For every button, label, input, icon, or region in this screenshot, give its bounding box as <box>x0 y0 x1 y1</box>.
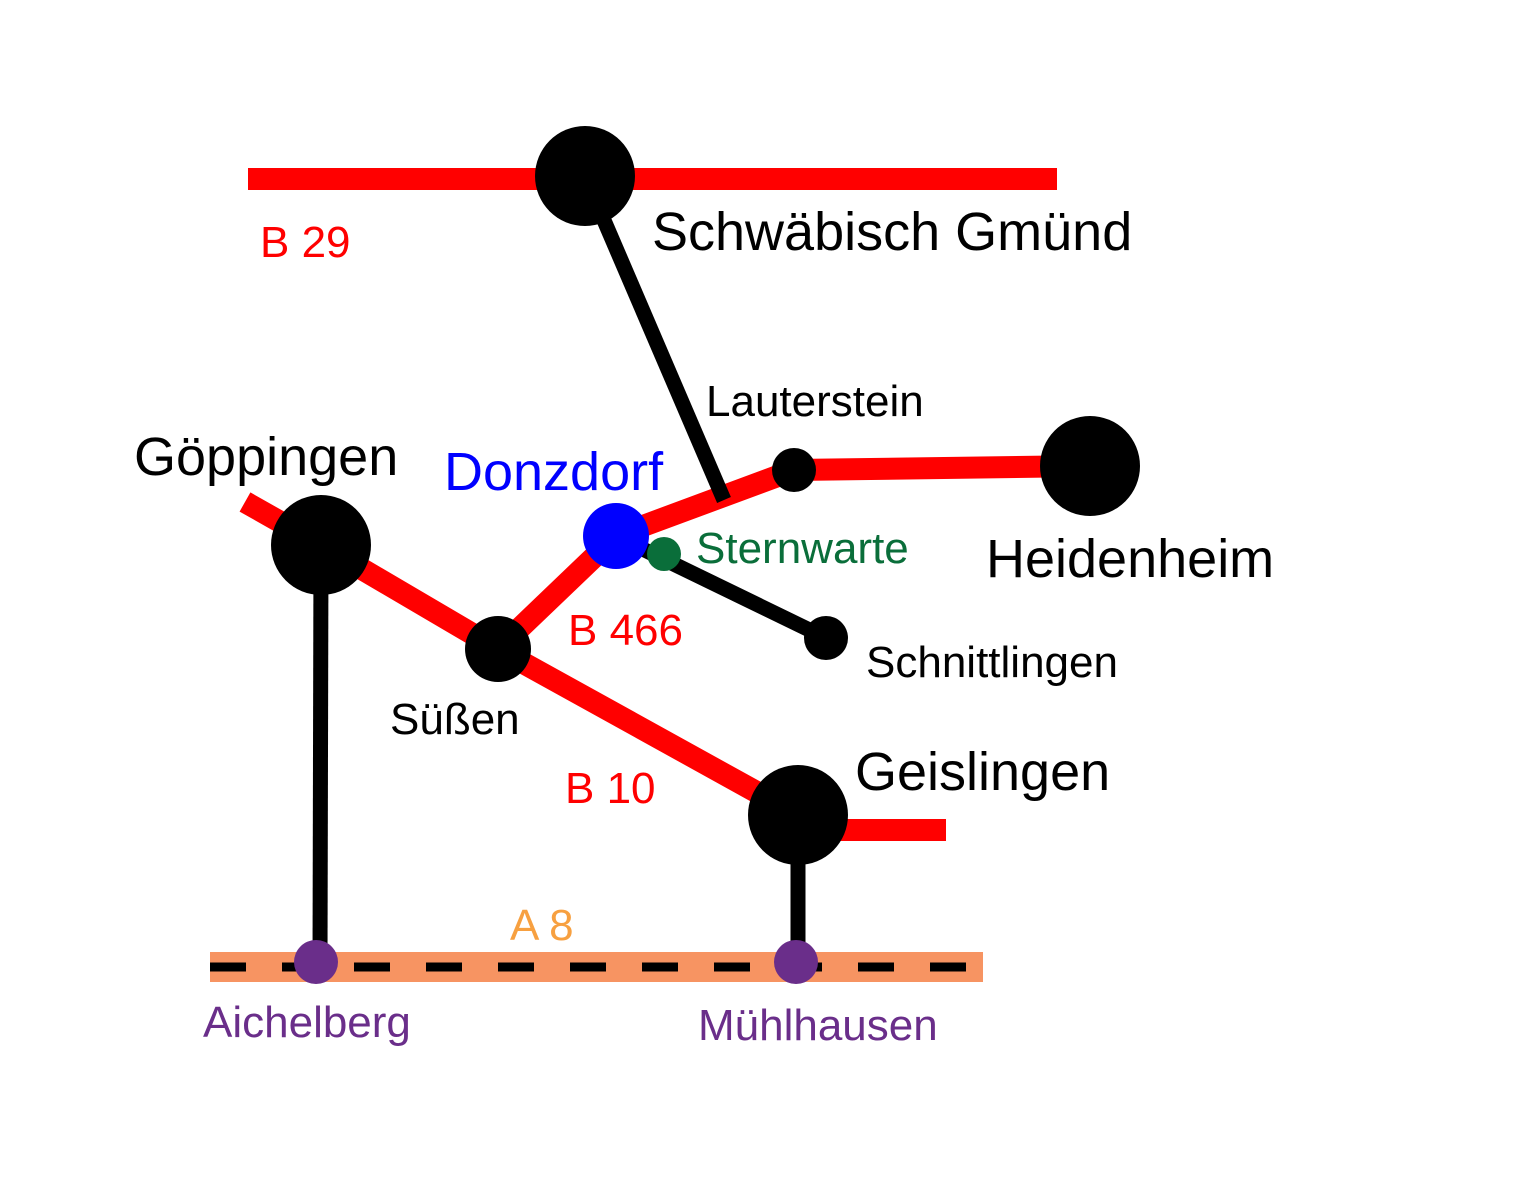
town-marker-lauterstein <box>772 448 816 492</box>
city-marker-heidenheim <box>1040 416 1140 516</box>
town-marker-schnittlingen <box>804 616 848 660</box>
road-label-a8: A 8 <box>510 901 574 950</box>
place-label-donzdorf: Donzdorf <box>444 442 664 502</box>
town-marker-suessen <box>465 616 531 682</box>
observatory-marker <box>647 537 681 571</box>
road-gmuend-donzdorf <box>578 173 731 503</box>
place-label-lauterstein: Lauterstein <box>706 377 924 426</box>
place-label-muehlhausen: Mühlhausen <box>698 1001 938 1050</box>
place-labels: Schwäbisch Gmünd Göppingen Donzdorf Laut… <box>134 202 1274 1050</box>
junction-marker-aichelberg <box>294 940 338 984</box>
place-markers <box>271 126 1140 984</box>
road-label-b466: B 466 <box>568 606 683 655</box>
city-marker-schwaebisch-gmuend <box>535 126 635 226</box>
road-goeppingen-aichelberg <box>312 544 329 963</box>
place-label-heidenheim: Heidenheim <box>986 529 1274 589</box>
place-label-aichelberg: Aichelberg <box>203 998 411 1047</box>
place-label-sternwarte: Sternwarte <box>696 524 909 573</box>
road-b466 <box>490 455 1091 657</box>
city-marker-goeppingen <box>271 495 371 595</box>
junction-marker-muehlhausen <box>774 940 818 984</box>
road-label-b29: B 29 <box>260 218 351 267</box>
city-marker-geislingen <box>748 765 848 865</box>
place-label-goeppingen: Göppingen <box>134 427 398 487</box>
road-label-b10: B 10 <box>565 764 656 813</box>
place-label-geislingen: Geislingen <box>855 742 1110 802</box>
place-label-schwaebisch-gmuend: Schwäbisch Gmünd <box>652 202 1132 262</box>
place-label-schnittlingen: Schnittlingen <box>866 638 1118 687</box>
local-roads <box>312 173 830 963</box>
road-labels: B 29 B 466 B 10 A 8 <box>260 218 683 950</box>
town-marker-donzdorf <box>583 503 649 569</box>
place-label-suessen: Süßen <box>390 695 520 744</box>
